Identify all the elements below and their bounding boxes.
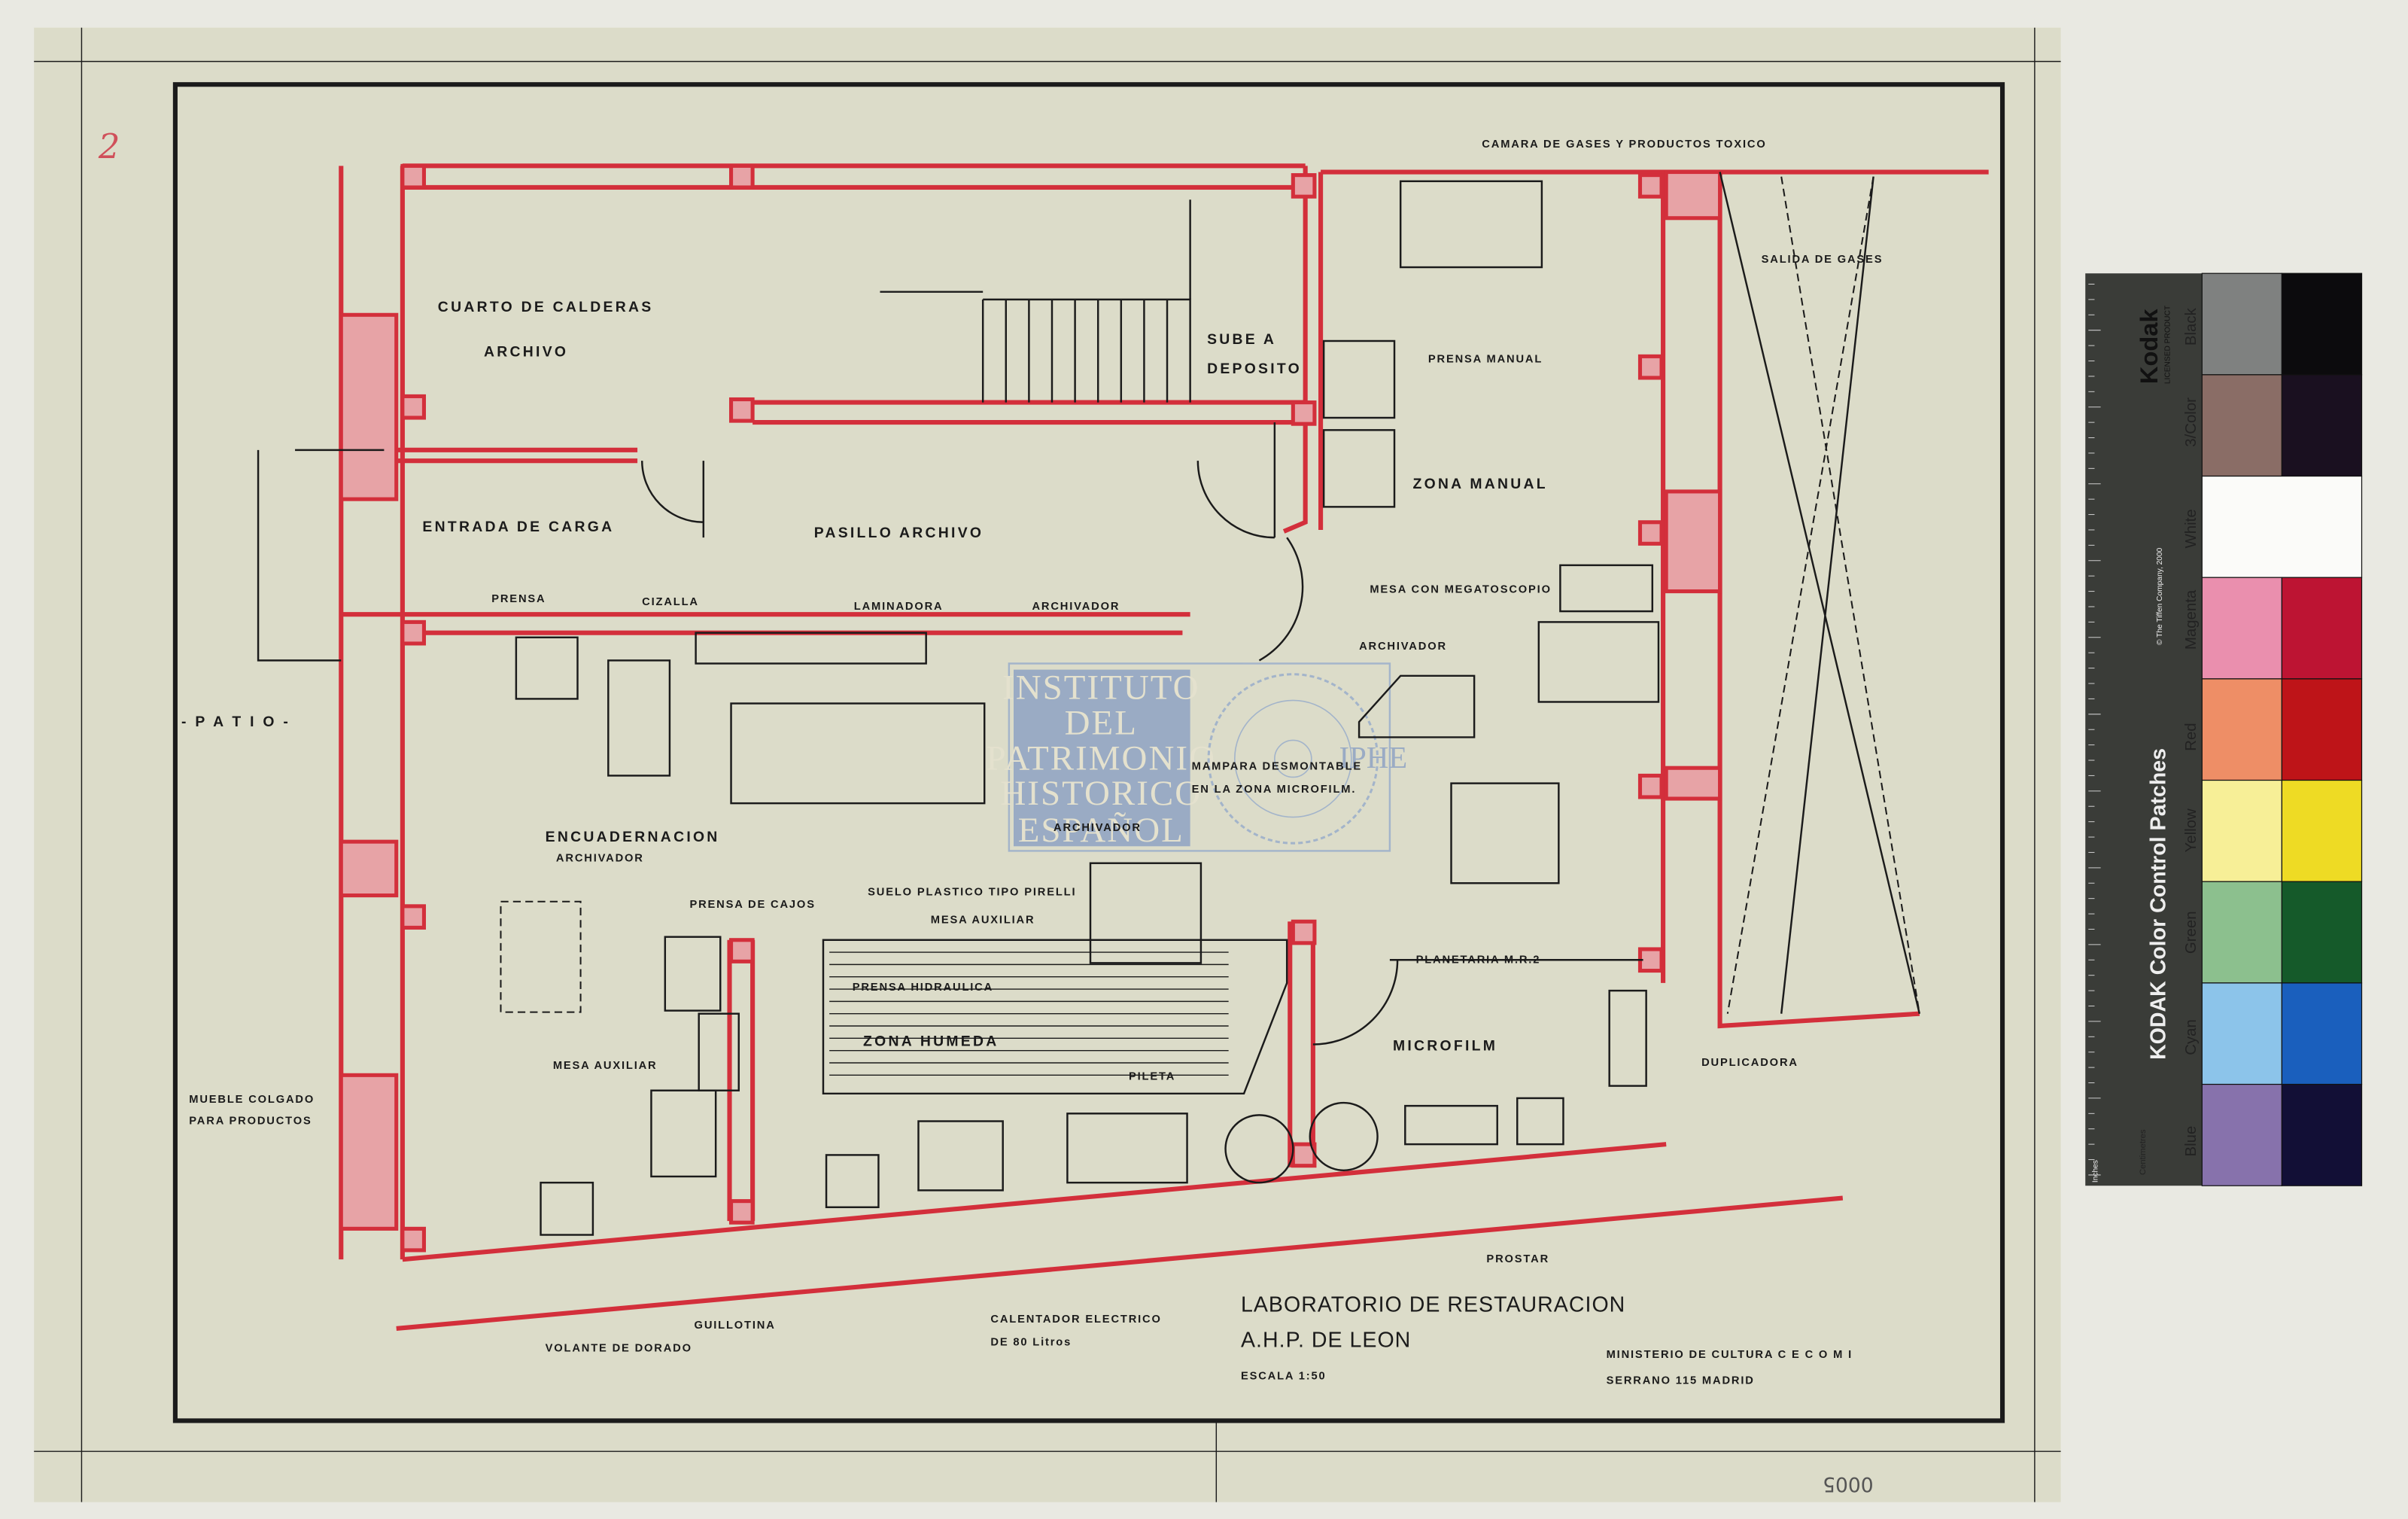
patch-label: 3/Color [2183,397,2200,447]
iphe-watermark: INSTITUTO DEL PATRIMONIO HISTORICO ESPAÑ… [987,662,1408,852]
inches-label: Inches [2092,1160,2100,1183]
archive-number: 0005 [1823,1472,1873,1496]
patch-label: White [2183,509,2200,548]
patch-light-magenta [2201,577,2283,680]
drawing-scale: ESCALA 1:50 [1241,1370,1327,1382]
patch-dark-black [2281,272,2363,376]
kodak-logo: Kodak [2135,309,2163,385]
label-mampara: EN LA ZONA MICROFILM. [1192,784,1357,796]
copyright-label: © The Tiffen Company, 2000 [2156,547,2164,645]
room-cuarto-calderas: CUARTO DE CALDERAS [438,299,654,315]
label-guillotina: GUILLOTINA [695,1320,776,1332]
patch-white [2201,475,2363,578]
room-pasillo-archivo: PASILLO ARCHIVO [814,525,984,541]
room-labels: CUARTO DE CALDERAS ARCHIVO SUBE A DEPOSI… [181,299,1548,1055]
label-camara-gases: CAMARA DE GASES Y PRODUCTOS TOXICO [1482,139,1766,151]
patch-label: Blue [2183,1126,2200,1157]
patch-light-cyan [2201,982,2283,1085]
patch-light-3/color [2201,374,2283,477]
label-mueble-colgado: MUEBLE COLGADO [189,1094,315,1106]
patch-dark-3/color [2281,374,2363,477]
svg-text:HISTORICO: HISTORICO [1000,774,1202,813]
label-duplicadora: DUPLICADORA [1701,1057,1798,1069]
drawing-subtitle: A.H.P. DE LEON [1241,1328,1411,1352]
label-salida-gases: SALIDA DE GASES [1762,254,1884,266]
svg-text:DEL: DEL [1065,703,1138,742]
equipment-labels: CAMARA DE GASES Y PRODUCTOS TOXICO SALID… [189,139,1884,1355]
deposito-label: DEPOSITO [1207,361,1302,377]
label-calentador: CALENTADOR ELECTRICO [990,1314,1161,1326]
svg-text:INSTITUTO: INSTITUTO [1002,668,1200,707]
fixtures [257,172,1921,1236]
label-pileta: PILETA [1129,1070,1175,1082]
label-planetaria: PLANETARIA M.R.2 [1416,954,1541,966]
card-title: KODAK Color Control Patches [2146,748,2170,1060]
room-microfilm: MICROFILM [1393,1038,1497,1055]
label-mesa-megatoscopio: MESA CON MEGATOSCOPIO [1370,584,1551,596]
label-archivador: ARCHIVADOR [1359,641,1447,653]
label-mueble-colgado: PARA PRODUCTOS [189,1116,312,1128]
svg-text:IPHE: IPHE [1339,741,1408,775]
drawing-border [172,82,2005,1423]
room-zona-manual: ZONA MANUAL [1413,476,1548,492]
patch-light-blue [2201,1083,2283,1186]
room-archivo: ARCHIVO [484,343,568,360]
label-prensa-manual: PRENSA MANUAL [1428,354,1543,366]
label-laminadora: LAMINADORA [854,601,944,613]
label-mampara: MAMPARA DESMONTABLE [1192,760,1362,772]
room-encuadernacion: ENCUADERNACION [546,829,720,845]
room-patio: - P A T I O - [181,714,290,730]
label-volante-dorado: VOLANTE DE DORADO [546,1343,692,1355]
svg-text:ESPAÑOL: ESPAÑOL [1018,811,1184,850]
label-suelo-plastico: SUELO PLASTICO TIPO PIRELLI [868,887,1076,899]
patch-dark-magenta [2281,577,2363,680]
patch-label: Yellow [2183,808,2200,852]
patch-dark-blue [2281,1083,2363,1186]
label-calentador: DE 80 Litros [990,1336,1072,1348]
licensed-label: LICENSED PRODUCT [2163,306,2172,384]
address-label: SERRANO 115 MADRID [1607,1374,1755,1387]
patch-light-red [2201,678,2283,781]
kodak-color-card: Black 3/ColorWhiteMagentaRedYellowGreenCy… [2085,272,2363,1186]
patch-dark-green [2281,881,2363,984]
patch-dark-yellow [2281,779,2363,882]
patch-dark-red [2281,678,2363,781]
room-entrada-carga: ENTRADA DE CARGA [422,519,614,535]
label-mesa-auxiliar: MESA AUXILIAR [931,914,1035,926]
label-prensa: PRENSA [491,593,546,605]
patch-dark-cyan [2281,982,2363,1085]
patch-label: Red [2183,723,2200,750]
svg-text:PATRIMONIO: PATRIMONIO [987,738,1216,778]
patch-label: Magenta [2183,589,2200,650]
sube-a-label: SUBE A [1207,331,1276,348]
label-archivador: ARCHIVADOR [1054,822,1142,834]
label-cizalla: CIZALLA [642,596,699,608]
label-mesa-auxiliar: MESA AUXILIAR [553,1060,658,1072]
room-zona-humeda: ZONA HUMEDA [863,1033,999,1050]
label-archivador: ARCHIVADOR [556,853,644,865]
drawing-title: LABORATORIO DE RESTAURACION [1241,1293,1625,1317]
patch-label: Cyan [2183,1019,2200,1055]
page-mark: 2 [98,126,120,166]
label-archivador: ARCHIVADOR [1032,601,1120,613]
cm-label: Centimetres [2139,1129,2148,1175]
title-block: LABORATORIO DE RESTAURACION A.H.P. DE LE… [1241,1293,1853,1387]
ministry-label: MINISTERIO DE CULTURA C E C O M I [1607,1349,1853,1361]
label-prostar: PROSTAR [1486,1253,1549,1265]
patch-label: Black [2183,307,2200,346]
label-prensa-cajos: PRENSA DE CAJOS [689,899,815,911]
patch-light-green [2201,881,2283,984]
patch-light-black [2201,272,2283,376]
patch-light-yellow [2201,779,2283,882]
label-prensa-hidraulica: PRENSA HIDRAULICA [853,982,993,994]
patch-label: Green [2183,911,2200,954]
